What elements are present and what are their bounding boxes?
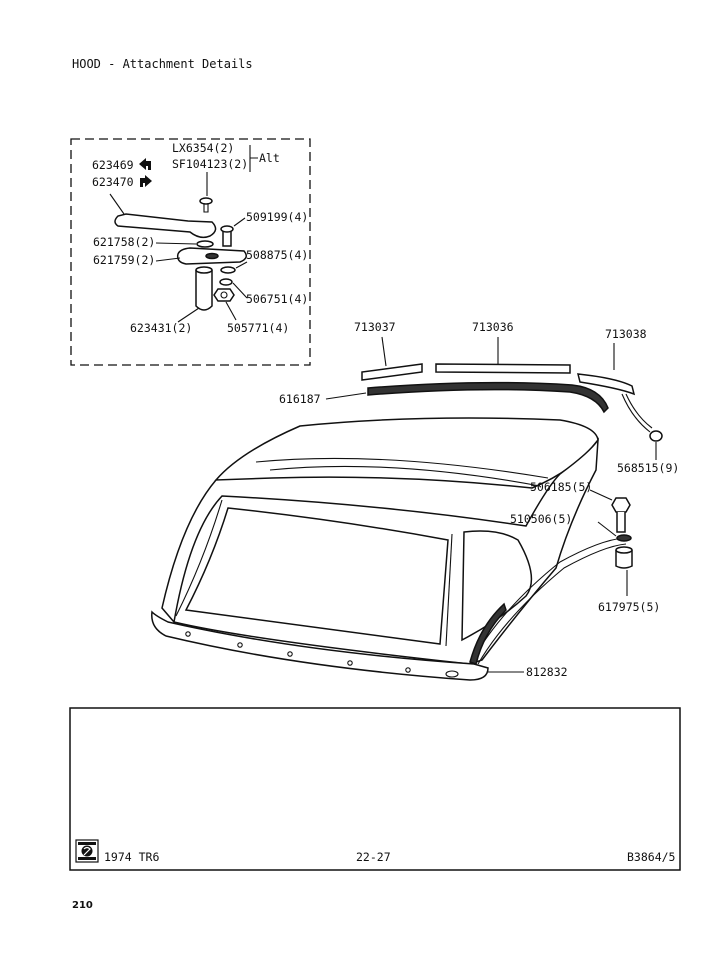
alt-part-2: SF104123(2) xyxy=(172,157,248,171)
hood-fastener-strap xyxy=(621,393,651,433)
peg-623431 xyxy=(195,270,213,311)
alt-label: Alt xyxy=(259,151,280,165)
hood-fastener-inset: LX6354(2) SF104123(2) Alt 623469 623470 … xyxy=(70,138,311,366)
washer-508875 xyxy=(220,266,236,274)
leader-510506 xyxy=(597,521,617,537)
hood-side-strip xyxy=(469,602,507,665)
label-509199: 509199(4) xyxy=(246,210,308,224)
label-623431: 623431(2) xyxy=(130,321,192,335)
bolt-506185-shank xyxy=(616,512,626,533)
hood-cappings: 713037 713036 713038 616187 568515(9) xyxy=(279,320,679,475)
label-713037: 713037 xyxy=(354,320,396,334)
page-title: HOOD - Attachment Details xyxy=(72,57,253,71)
label-508875: 508875(4) xyxy=(246,248,308,262)
leader-506751 xyxy=(232,282,248,299)
fastener-washer xyxy=(196,240,214,248)
label-568515: 568515(9) xyxy=(617,461,679,475)
hood-rear-window xyxy=(184,507,449,645)
inset-dashed-border xyxy=(70,138,311,366)
british-leyland-logo-icon xyxy=(75,839,99,863)
capping-713038 xyxy=(577,373,636,396)
footer-box: 1974 TR6 22-27 B3864/5 xyxy=(69,707,681,871)
label-616187: 616187 xyxy=(279,392,321,406)
rear-window-frame-left xyxy=(175,499,223,617)
stud-568515 xyxy=(649,430,663,442)
base-plate-hole xyxy=(205,252,219,260)
hood-assembly: 812832 506185(5) 510506(5) 617975(5) xyxy=(151,417,660,681)
bolt-506185-head xyxy=(611,497,631,513)
leader-713037 xyxy=(381,336,387,367)
hood-roof xyxy=(214,417,599,489)
leader-505771 xyxy=(225,301,237,321)
capping-713037 xyxy=(361,363,423,381)
leader-506185 xyxy=(589,489,613,501)
label-621759: 621759(2) xyxy=(93,253,155,267)
label-617975: 617975(5) xyxy=(598,600,660,614)
footer-model: 1974 TR6 xyxy=(104,850,159,864)
hood-roof-seam-2 xyxy=(269,465,541,487)
screw-509199-head xyxy=(220,225,234,233)
peg-623431-top xyxy=(195,266,213,274)
fastener-screw-head xyxy=(199,197,213,205)
leader-508875 xyxy=(235,261,248,269)
rear-window-frame-right xyxy=(445,533,453,647)
spacer-617975-top xyxy=(615,546,633,554)
alt-bracket xyxy=(249,145,258,172)
rail-812832 xyxy=(151,610,489,681)
fastener-handle-lever xyxy=(114,213,217,239)
leader-623431 xyxy=(177,307,200,323)
washer-510506 xyxy=(616,534,632,542)
page-number: 210 xyxy=(72,900,93,911)
label-713038: 713038 xyxy=(605,327,647,341)
label-506185: 506185(5) xyxy=(530,480,592,494)
label-713036: 713036 xyxy=(472,320,514,334)
hood-fastener-strap-2 xyxy=(625,393,653,429)
rail-hole xyxy=(405,667,411,673)
rail-hole xyxy=(347,660,353,666)
label-506751: 506751(4) xyxy=(246,292,308,306)
rail-hole xyxy=(185,631,191,637)
leader-621759 xyxy=(155,257,181,262)
label-623470: 623470 xyxy=(92,175,134,189)
alt-part-1: LX6354(2) xyxy=(172,141,234,155)
left-arrow-icon xyxy=(139,158,151,170)
hood-side-rail-2 xyxy=(477,543,627,665)
footer-plate-ref: B3864/5 xyxy=(627,850,675,864)
label-623469: 623469 xyxy=(92,158,134,172)
hood-side-rail xyxy=(469,537,625,665)
leader-616187 xyxy=(325,392,367,400)
leader-623469 xyxy=(109,193,125,215)
nut-505771 xyxy=(213,288,235,302)
washer-506751 xyxy=(219,278,233,286)
footer-page-ref: 22-27 xyxy=(356,850,391,864)
nut-505771-hole xyxy=(220,291,228,299)
fastener-screw-shank xyxy=(203,203,209,213)
label-510506: 510506(5) xyxy=(510,512,572,526)
spacer-617975 xyxy=(615,550,633,569)
right-arrow-icon xyxy=(140,175,152,187)
label-505771: 505771(4) xyxy=(227,321,289,335)
hood-roof-seam xyxy=(255,457,549,479)
rail-hole xyxy=(287,651,293,657)
rail-slot xyxy=(445,670,459,678)
leader-509199 xyxy=(233,217,246,227)
footer-border xyxy=(69,707,681,871)
label-812832: 812832 xyxy=(526,665,568,679)
seal-616187 xyxy=(367,381,609,414)
leader-621758 xyxy=(155,242,197,245)
label-621758: 621758(2) xyxy=(93,235,155,249)
rail-hole xyxy=(237,642,243,648)
capping-713036 xyxy=(435,363,571,374)
